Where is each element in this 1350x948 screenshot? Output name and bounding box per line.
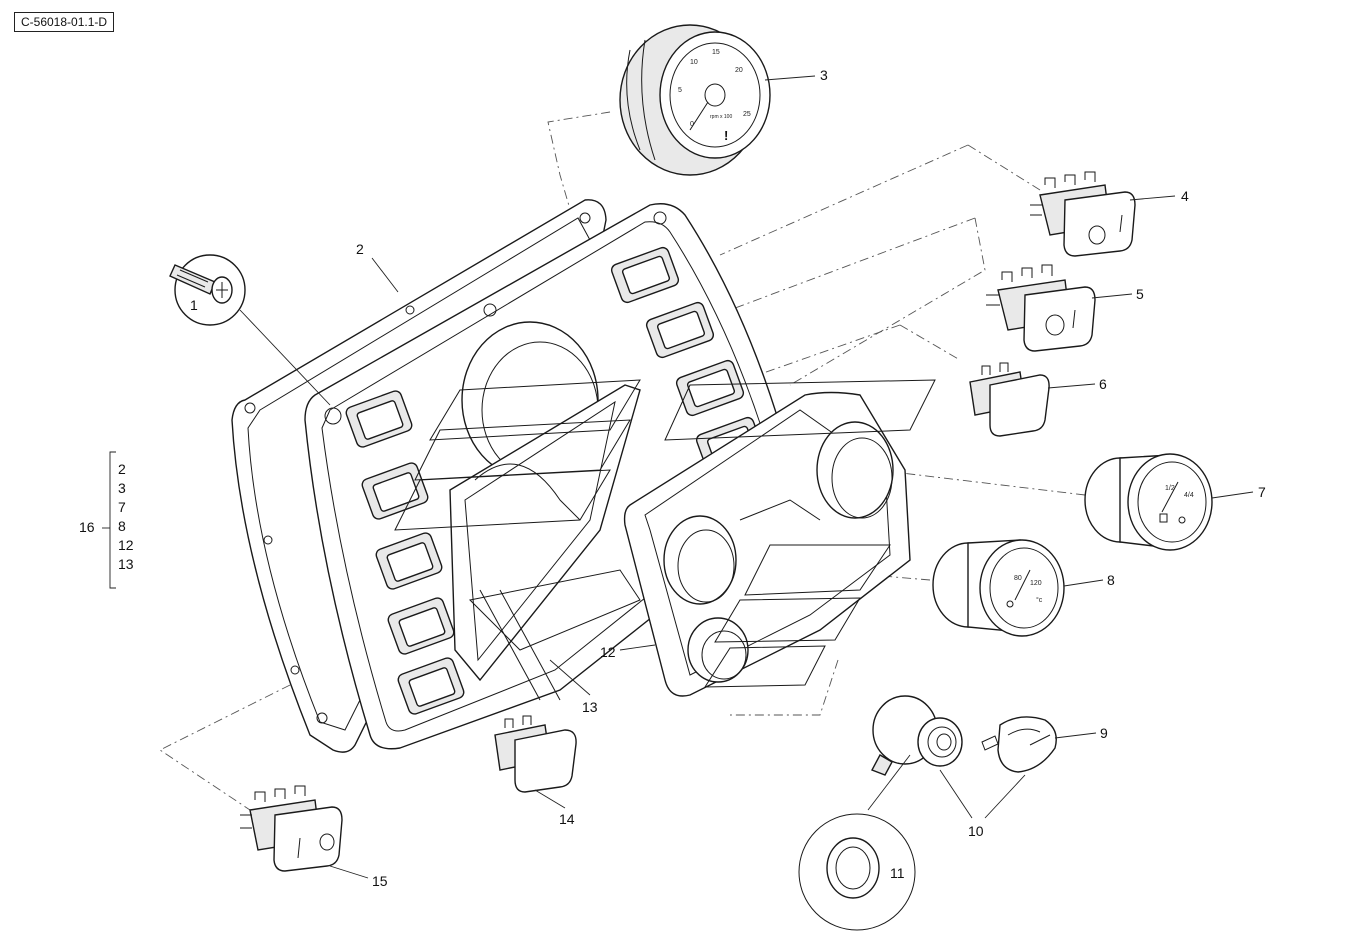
callout-14: 14 xyxy=(559,811,575,827)
callout-6: 6 xyxy=(1099,376,1107,392)
blank-cap-14 xyxy=(494,715,577,793)
tach-tick-20: 20 xyxy=(735,67,743,74)
callout-8: 8 xyxy=(1107,572,1115,588)
tach-tick-15: 15 xyxy=(712,49,720,56)
kit-member-8: 8 xyxy=(118,518,126,534)
callout-5: 5 xyxy=(1136,286,1144,302)
tach-unit: rpm x 100 xyxy=(710,114,732,120)
kit-group: 16 2 3 7 8 12 13 xyxy=(79,451,134,589)
kit-member-3: 3 xyxy=(118,480,126,496)
kit-member-13: 13 xyxy=(118,556,134,572)
callout-12: 12 xyxy=(600,644,616,660)
callout-15: 15 xyxy=(372,873,388,889)
callout-7: 7 xyxy=(1258,484,1266,500)
fuel-tick-full: 4/4 xyxy=(1184,492,1194,499)
gauge-bracket xyxy=(623,391,911,697)
temp-tick-80: 80 xyxy=(1014,575,1022,582)
temperature-gauge: 80 120 °c xyxy=(932,539,1065,637)
tach-tick-0: 0 xyxy=(690,121,694,128)
callout-9: 9 xyxy=(1100,725,1108,741)
tach-warning: ! xyxy=(724,128,728,143)
tach-tick-5: 5 xyxy=(678,87,682,94)
callout-3: 3 xyxy=(820,67,828,83)
retaining-ring xyxy=(798,813,916,931)
drawing-code: C-56018-01.1-D xyxy=(14,12,115,32)
callout-11: 11 xyxy=(890,865,905,881)
kit-member-12: 12 xyxy=(118,537,134,553)
callout-2: 2 xyxy=(356,241,364,257)
projection-frames xyxy=(394,379,936,701)
leader-lines xyxy=(239,75,1254,879)
tach-tick-25: 25 xyxy=(743,111,751,118)
temp-unit: °c xyxy=(1036,596,1043,604)
rocker-switch-15 xyxy=(240,785,343,872)
screw xyxy=(169,254,246,326)
rocker-switch-5 xyxy=(986,264,1096,352)
thermometer-icon xyxy=(1006,600,1014,608)
rocker-switch-4 xyxy=(1030,171,1136,257)
temp-tick-120: 120 xyxy=(1030,580,1042,587)
kit-member-2: 2 xyxy=(118,461,126,477)
callout-4: 4 xyxy=(1181,188,1189,204)
callout-1: 1 xyxy=(190,297,198,313)
fuel-gauge: 1/2 4/4 xyxy=(1084,453,1213,551)
fuel-tick-half: 1/2 xyxy=(1165,485,1175,492)
callout-10: 10 xyxy=(968,823,984,839)
ignition-key xyxy=(981,716,1057,773)
tachometer: 0 5 10 15 20 25 rpm x 100 ! xyxy=(619,24,771,176)
fuel-pump-icon xyxy=(1159,513,1168,523)
blank-cap-6 xyxy=(969,362,1050,437)
ignition-switch xyxy=(871,695,963,776)
callout-13: 13 xyxy=(582,699,598,715)
kit-label: 16 xyxy=(79,519,95,535)
tach-tick-10: 10 xyxy=(690,59,698,66)
kit-member-7: 7 xyxy=(118,499,126,515)
callout-labels: 1 2 3 4 5 6 7 8 9 10 11 12 13 14 15 xyxy=(190,67,1266,889)
